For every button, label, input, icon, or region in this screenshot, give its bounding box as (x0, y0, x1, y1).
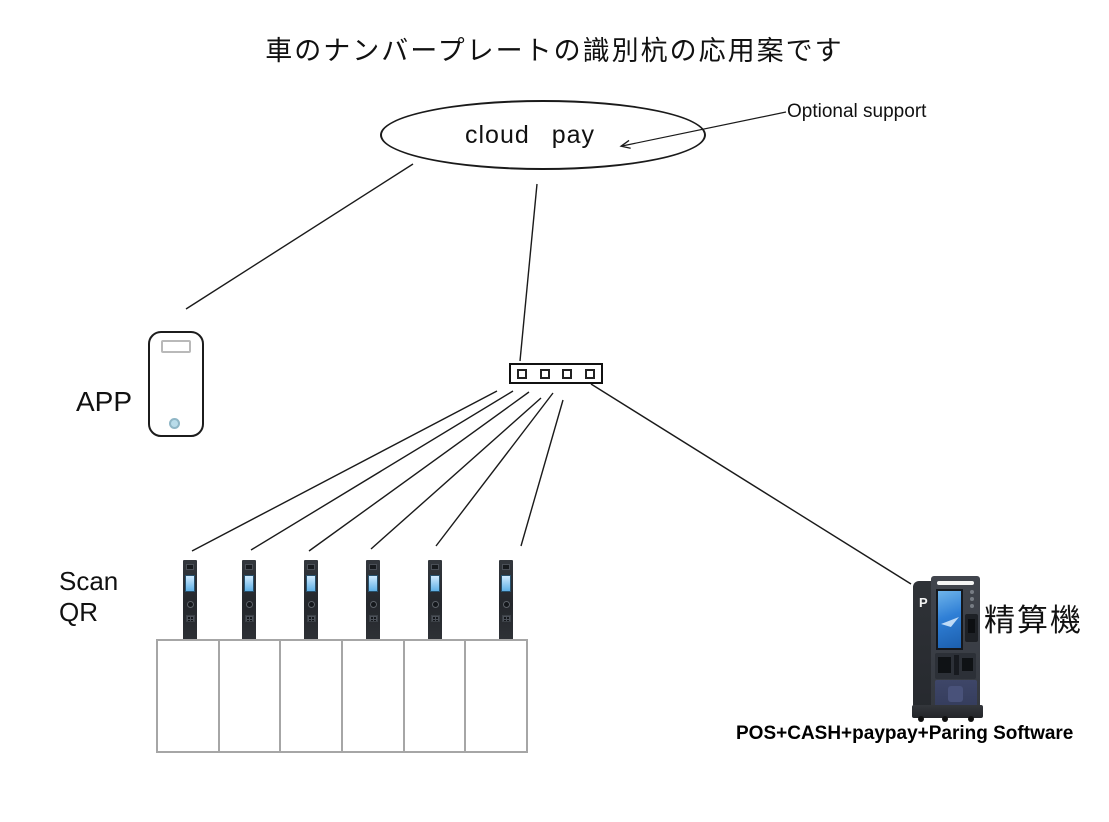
kiosk-buttons (968, 590, 976, 612)
kiosk-lower-pad (948, 686, 963, 702)
phone-home-button (169, 418, 180, 429)
post-lens (245, 601, 253, 608)
kiosk-screen (936, 589, 963, 650)
app-label: APP (76, 386, 133, 417)
post-lens (502, 601, 510, 608)
kiosk-screen-logo (941, 617, 959, 627)
hub-port (539, 368, 550, 379)
kiosk-card-reader (965, 614, 978, 642)
scan-qr-label: Scan QR (59, 566, 118, 628)
kiosk-side-panel: P (913, 581, 933, 714)
post-cam (186, 564, 194, 570)
kiosk-light-bar (937, 581, 974, 585)
post-keypad (306, 615, 316, 622)
post-screen (306, 575, 316, 592)
post-lens (186, 601, 194, 608)
post-cam (307, 564, 315, 570)
post-cam (245, 564, 253, 570)
post-cam (369, 564, 377, 570)
parking-space (156, 639, 220, 753)
kiosk-p-badge: P (919, 595, 928, 610)
post-screen (368, 575, 378, 592)
post-cam (431, 564, 439, 570)
post-keypad (244, 615, 254, 622)
page-title: 車のナンバープレートの識別杭の応用案です (265, 36, 844, 67)
hub-port (584, 368, 595, 379)
post-cam (502, 564, 510, 570)
kiosk-front-panel (931, 576, 980, 715)
post-keypad (368, 615, 378, 622)
qr-scan-post-icon (183, 560, 197, 641)
smartphone-icon (148, 331, 204, 437)
cloud-pay-node: cloud pay (380, 100, 706, 170)
qr-scan-post-icon (366, 560, 380, 641)
kiosk-cash-slot (938, 657, 951, 673)
post-screen (185, 575, 195, 592)
post-keypad (430, 615, 440, 622)
post-keypad (185, 615, 195, 622)
kiosk-base (912, 705, 983, 722)
hub-port (562, 368, 573, 379)
kiosk-caption: POS+CASH+paypay+Paring Software (736, 723, 1074, 744)
kiosk-cash-module (935, 653, 976, 679)
parking-space (219, 639, 282, 753)
parking-space (343, 639, 405, 753)
phone-speaker (161, 340, 191, 353)
line-cloud-to-hub (519, 183, 538, 362)
kiosk-receipt-slot (954, 655, 959, 675)
post-lens (369, 601, 377, 608)
post-screen (430, 575, 440, 592)
qr-scan-post-icon (428, 560, 442, 641)
post-lens (431, 601, 439, 608)
post-keypad (501, 615, 511, 622)
qr-scan-post-icon (242, 560, 256, 641)
line-hub-to-kiosk (590, 383, 912, 585)
scan-qr-line1: Scan (59, 566, 119, 596)
parking-space (466, 639, 529, 753)
payment-kiosk-icon: P (912, 573, 984, 723)
qr-scan-post-icon (304, 560, 318, 641)
scan-qr-line2: QR (59, 597, 98, 627)
post-screen (501, 575, 511, 592)
lines-hub-to-posts (191, 390, 564, 552)
parking-space (281, 639, 344, 753)
parking-space (404, 639, 467, 753)
cloud-pay-label: cloud pay (464, 120, 596, 149)
hub-port (517, 368, 527, 379)
line-cloud-to-app (185, 163, 414, 310)
qr-scan-post-icon (499, 560, 513, 641)
kiosk-label: 精算機 (984, 603, 1083, 639)
parking-grid (156, 639, 529, 753)
post-screen (244, 575, 254, 592)
network-hub-icon (509, 363, 603, 384)
post-lens (307, 601, 315, 608)
kiosk-coin-slot (962, 658, 973, 671)
optional-support-label: Optional support (787, 101, 927, 122)
